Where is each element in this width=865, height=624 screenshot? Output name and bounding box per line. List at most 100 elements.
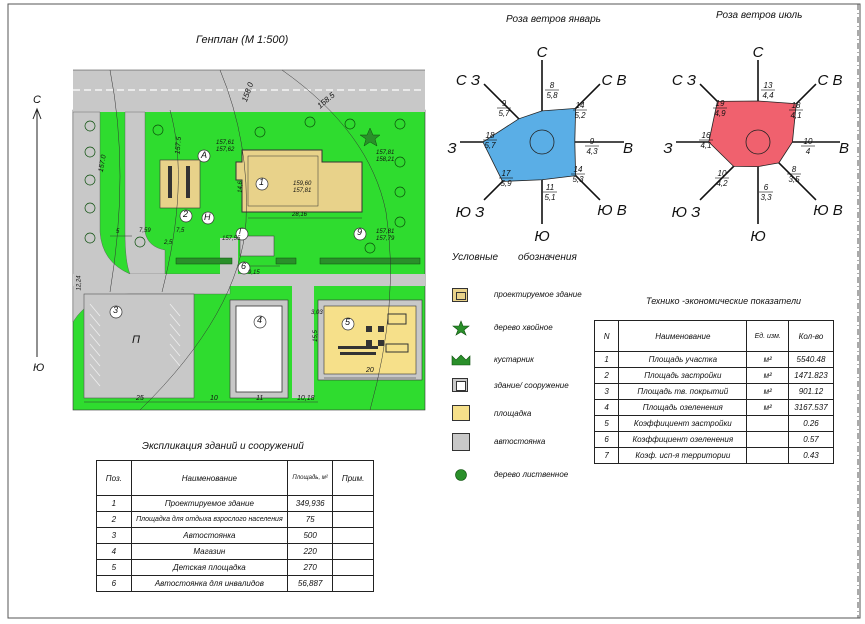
rose-jul-dir-ne: С В xyxy=(817,72,842,89)
rose-jan-value-den: 5,7 xyxy=(484,141,496,150)
tep-header-qty: Кол-во xyxy=(787,320,835,352)
dim-28-16: 28,16 xyxy=(292,212,308,218)
rose-jan-value-num: 17 xyxy=(502,169,511,178)
legend-swatch-designed-building xyxy=(452,288,468,302)
zone-label-6: 6 xyxy=(241,261,247,271)
rose-jan-value-num: 11 xyxy=(546,183,554,192)
dim-25: 25 xyxy=(136,395,144,402)
rose-jan-dir-ne: С В xyxy=(601,72,626,89)
rose-jan-dir-w: З xyxy=(447,140,456,157)
zone-label-1: 1 xyxy=(259,177,265,187)
building-level-2: 157,81 xyxy=(293,188,312,194)
mark-g: Г xyxy=(239,227,244,236)
rose-jul-value-den: 4,1 xyxy=(700,141,711,150)
rose-jan-dir-s: Ю xyxy=(534,228,549,245)
rose-jul-dir-se: Ю В xyxy=(813,202,843,219)
dim-10: 10 xyxy=(210,395,218,402)
legend-label-conifer: дерево хвойное xyxy=(494,323,553,332)
rose-jan-value-den: 5,8 xyxy=(546,91,558,100)
rose-jul-value-den: 3,5 xyxy=(788,175,800,184)
site-plan xyxy=(72,69,426,411)
tep-header-name: Наименование xyxy=(618,320,748,352)
legend-label-deciduous: дерево лиственное xyxy=(494,470,569,479)
legend-label-shrub: кустарник xyxy=(494,355,534,364)
rose-jan-value-den: 4,3 xyxy=(586,147,598,156)
rose-jan-value-num: 14 xyxy=(576,101,585,110)
rose-jul-dir-e: В xyxy=(839,140,849,157)
spot-a: 157,61 xyxy=(216,140,235,146)
rose-jan-polygon xyxy=(482,107,577,182)
rose-jul-dir-n: С xyxy=(753,44,764,61)
rose-jul-value-num: 8 xyxy=(792,165,797,174)
zone-label-9: 9 xyxy=(357,227,363,237)
dim-5: 5 xyxy=(116,229,120,235)
dim-14-6: 14,6 xyxy=(237,181,244,193)
dim-11: 11 xyxy=(256,395,264,402)
south-label: Ю xyxy=(33,362,45,374)
dim-15-5: 15,5 xyxy=(312,330,319,342)
dim-9-15: 9,15 xyxy=(248,270,260,276)
rose-jul-value-num: 13 xyxy=(764,81,773,90)
genplan-title: Генплан (М 1:500) xyxy=(196,34,289,46)
rose-jan-title: Роза ветров январь xyxy=(506,14,601,25)
dim-12-24: 12,24 xyxy=(76,275,83,291)
conifer-tree-icon xyxy=(452,320,470,336)
rose-jul-value-num: 10 xyxy=(718,169,727,178)
expl-header-note: Прим. xyxy=(332,460,374,496)
tep-header-unit: Ед. изм. xyxy=(746,320,789,352)
tep-header-n: N xyxy=(593,320,620,352)
rose-jul-polygon xyxy=(708,100,797,168)
rose-jul-value-num: 6 xyxy=(764,183,769,192)
dim-10-18: 10,18 xyxy=(297,395,315,402)
rose-jul-value-num: 10 xyxy=(804,137,813,146)
rose-jul-dir-sw: Ю З xyxy=(672,204,701,221)
rose-jul-value-den: 4 xyxy=(806,147,811,156)
rose-jul-value-den: 4,1 xyxy=(790,111,801,120)
rose-jan-value-den: 5,1 xyxy=(544,193,555,202)
rose-jan-dir-nw: С З xyxy=(456,72,480,89)
rose-jul-value-den: 3,3 xyxy=(760,193,772,202)
dim-2-5: 2,5 xyxy=(164,240,173,246)
rose-jan-dir-sw: Ю З xyxy=(456,204,485,221)
dim-20: 20 xyxy=(366,367,374,374)
rose-jul-value-num: 19 xyxy=(716,99,725,108)
legend-label-designed-building: проектируемое здание xyxy=(494,290,582,299)
rose-jul-value-den: 4,9 xyxy=(714,109,726,118)
spot-g: 157,55 xyxy=(222,236,241,242)
legend-label-parking: автостоянка xyxy=(494,437,546,446)
rose-jul-calm-circle xyxy=(745,129,771,155)
expl-header-area: Площадь, м² xyxy=(287,460,334,496)
north-arrow xyxy=(32,107,42,357)
rose-jan-value-num: 9 xyxy=(502,99,507,108)
north-label: С xyxy=(33,94,41,106)
rose-jan-value-num: 8 xyxy=(550,81,555,90)
rose-jul-title: Роза ветров июль xyxy=(716,10,803,21)
spot-b: 157,62 xyxy=(216,147,235,153)
rose-jan-calm-circle xyxy=(529,129,555,155)
rose-jan-dir-e: В xyxy=(623,140,633,157)
legend-swatch-playground xyxy=(452,405,470,421)
legend-label-playground: площадка xyxy=(494,409,532,418)
rose-jan: 85,8145,294,3145,3115,1175,9185,795,7СС … xyxy=(447,44,633,245)
mark-n: Н xyxy=(204,212,211,222)
rose-jan-value-den: 5,9 xyxy=(500,179,512,188)
rose-jan-dir-n: С xyxy=(537,44,548,61)
parking-p-label: П xyxy=(132,334,140,346)
zone-label-4: 4 xyxy=(257,315,263,325)
legend-title-a: Условные xyxy=(452,252,499,263)
rose-jan-dir-se: Ю В xyxy=(597,202,627,219)
building-level: 159,60 xyxy=(293,181,312,187)
